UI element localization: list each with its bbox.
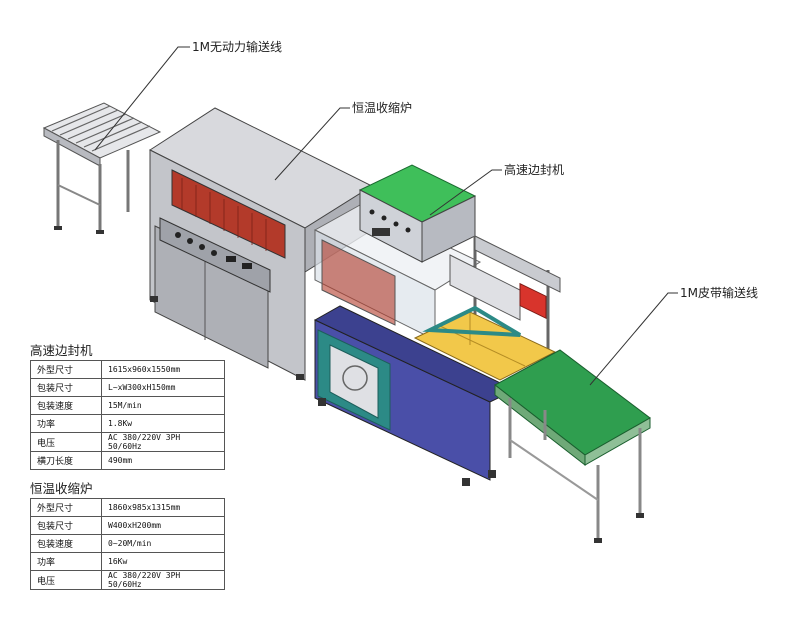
callout-leader-lines	[94, 46, 678, 386]
side-sealer-drawing	[313, 164, 561, 486]
spec-key: 外型尺寸	[30, 360, 102, 379]
callout-shrink-tunnel: 恒温收缩炉	[352, 101, 413, 115]
spec-value: L~xW300xH150mm	[101, 378, 225, 397]
spec-key: 包装速度	[30, 534, 102, 553]
spec-value: 490mm	[101, 451, 225, 470]
spec-value: 16Kw	[101, 552, 225, 571]
spec-key: 电压	[30, 432, 102, 452]
spec-value: W400xH200mm	[101, 516, 225, 535]
spec-key: 包装尺寸	[30, 516, 102, 535]
shrink-tunnel-drawing	[148, 107, 374, 381]
callout-unpowered-conveyor: 1M无动力输送线	[192, 40, 282, 54]
spec-value: 0~20M/min	[101, 534, 225, 553]
spec-key: 功率	[30, 414, 102, 433]
spec-title-side-sealer: 高速边封机	[30, 343, 93, 358]
callout-belt-conveyor: 1M皮带输送线	[680, 286, 758, 300]
spec-value: 1.8Kw	[101, 414, 225, 433]
spec-value: 15M/min	[101, 396, 225, 415]
spec-value: 1860x985x1315mm	[101, 498, 225, 517]
spec-key: 包装速度	[30, 396, 102, 415]
unpowered-conveyor-drawing	[42, 102, 162, 234]
spec-value: 1615x960x1550mm	[101, 360, 225, 379]
spec-key: 外型尺寸	[30, 498, 102, 517]
spec-title-shrink-tunnel: 恒温收缩炉	[30, 481, 93, 496]
spec-key: 功率	[30, 552, 102, 571]
belt-conveyor-drawing	[494, 349, 651, 543]
spec-key: 横刀长度	[30, 451, 102, 470]
callout-side-sealer: 高速边封机	[504, 163, 565, 177]
spec-key: 包装尺寸	[30, 378, 102, 397]
spec-key: 电压	[30, 570, 102, 590]
spec-value: AC 380/220V 3PH 50/60Hz	[101, 570, 225, 590]
spec-value: AC 380/220V 3PH 50/60Hz	[101, 432, 225, 452]
